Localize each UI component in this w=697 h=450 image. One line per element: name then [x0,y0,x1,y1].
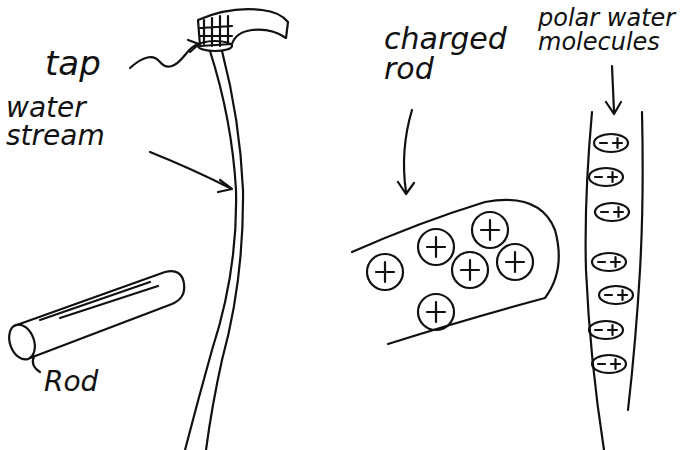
part-label: Rod [44,368,134,396]
polar-molecule-symbol [592,253,626,271]
arrow-head [188,40,199,52]
part-label: polar water molecules [538,6,697,54]
water-closeup [586,112,643,450]
part-label: tap [45,46,155,80]
positive-charge-symbol [418,229,454,265]
leader-line [150,152,230,188]
polar-molecule-symbol [599,286,633,304]
positive-charge-symbol [497,244,533,280]
leader-line [33,356,40,372]
polar-molecule-symbol [589,168,623,186]
tap-drawing [198,9,288,51]
water-stream-edge [185,51,236,450]
part-label: water stream [6,94,126,150]
leader-line [404,110,412,192]
positive-charge-symbol [472,212,508,248]
arrow-head [606,102,621,114]
polar-molecule-symbol [594,134,628,152]
polar-molecule-symbol [592,355,626,373]
arrow-head [398,182,414,194]
arrow-head [218,180,232,192]
charged-rod-closeup [352,200,559,344]
positive-charge-symbol [367,254,403,290]
polar-molecule-symbol [589,321,623,339]
positive-charge-symbol [452,252,488,288]
positive-charge-symbol [418,294,454,330]
leader-line [612,66,614,112]
rod-drawing [5,271,185,363]
part-label: charged rod [384,24,524,84]
polar-molecule-symbol [595,203,629,221]
leader-line [130,44,198,68]
water-stream-edge [206,51,243,450]
